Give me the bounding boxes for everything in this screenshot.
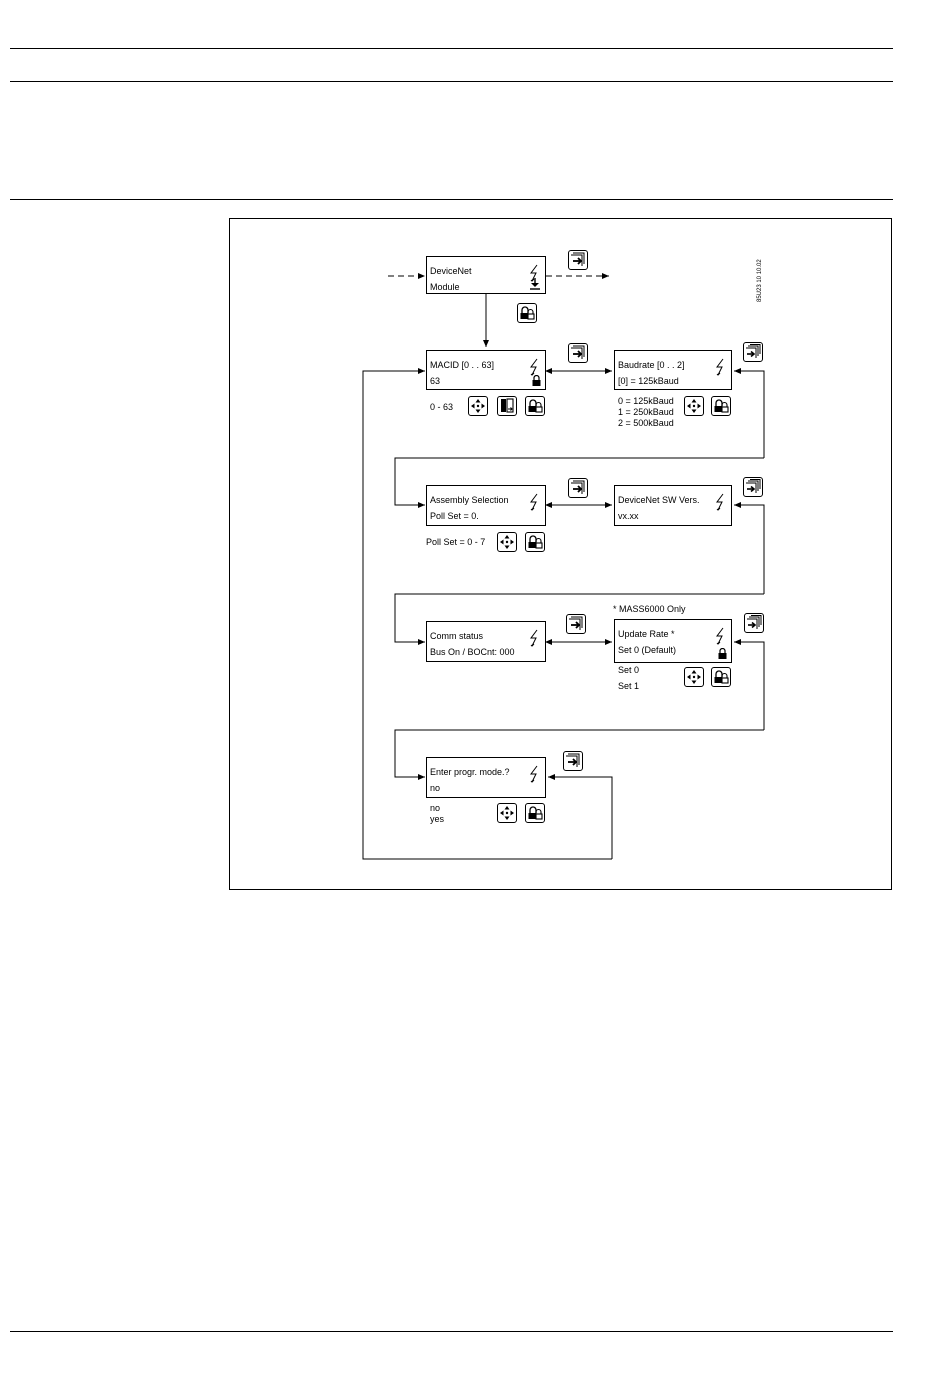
box-line2: Bus On / BOCnt: 000 <box>430 647 515 657</box>
enter-key-icon <box>497 396 517 416</box>
row1-to-row2-path <box>734 368 765 458</box>
progr-option-yes: yes <box>430 814 445 824</box>
update-option-1: Set 1 <box>618 681 640 691</box>
lock-key-icon <box>711 667 731 687</box>
arrow-keys-icon <box>497 803 517 823</box>
forward-key-icon <box>568 478 588 498</box>
lightning-icon <box>530 264 538 282</box>
arrow-keys-icon <box>684 396 704 416</box>
macid-range: 0 - 63 <box>430 402 454 412</box>
box-line1: Assembly Selection <box>430 495 509 505</box>
box-line1: Enter progr. mode.? <box>430 767 510 777</box>
arrow-keys-icon <box>497 532 517 552</box>
poll-range: Poll Set = 0 - 7 <box>426 537 486 547</box>
top-rule-1 <box>10 48 893 49</box>
bottom-rule <box>10 1331 893 1332</box>
scroll-key-icon <box>743 477 763 497</box>
macid-box: MACID [0 . . 63] 63 <box>426 350 546 390</box>
enter-progr-mode-box: Enter progr. mode.? no <box>426 757 546 798</box>
box-line2: Poll Set = 0. <box>430 511 479 521</box>
box-line1: Comm status <box>430 631 484 641</box>
box-line1: MACID [0 . . 63] <box>430 360 495 370</box>
lightning-icon <box>716 493 724 511</box>
row2-to-row3-path <box>734 502 765 594</box>
update-rate-box: Update Rate * Set 0 (Default) <box>614 619 732 663</box>
lightning-icon <box>716 358 724 376</box>
baudrate-box: Baudrate [0 . . 2] [0] = 125kBaud <box>614 350 732 390</box>
lightning-icon <box>530 493 538 511</box>
box-line2: Set 0 (Default) <box>618 645 677 655</box>
lock-key-icon <box>525 803 545 823</box>
figure-code: 85U23 10 10.02 <box>757 259 763 302</box>
figure-frame <box>229 218 892 890</box>
sw-version-box: DeviceNet SW Vers. vx.xx <box>614 485 732 526</box>
progr-option-no: no <box>430 803 441 813</box>
forward-key-icon <box>568 250 588 270</box>
mass6000-note: * MASS6000 Only <box>613 604 686 614</box>
arrow-keys-icon <box>468 396 488 416</box>
box-line1: Baudrate [0 . . 2] <box>618 360 685 370</box>
box-line2: [0] = 125kBaud <box>618 376 679 386</box>
lightning-icon <box>716 627 724 645</box>
lock-key-icon <box>525 532 545 552</box>
box-line2: vx.xx <box>618 511 639 521</box>
forward-key-icon <box>566 614 586 634</box>
assembly-selection-box: Assembly Selection Poll Set = 0. <box>426 485 546 526</box>
box-line1: DeviceNet <box>430 266 472 276</box>
lightning-icon <box>530 629 538 647</box>
update-option-0: Set 0 <box>618 665 640 675</box>
row3-to-row4-path <box>734 639 765 730</box>
arrow-keys-icon <box>684 667 704 687</box>
lock-key-icon <box>525 396 545 416</box>
lock-icon <box>718 648 727 659</box>
box-line2: Module <box>430 282 460 292</box>
lock-key-icon <box>517 303 537 323</box>
top-rule-2 <box>10 81 893 82</box>
devicenet-module-box: DeviceNet Module <box>426 256 546 294</box>
comm-status-box: Comm status Bus On / BOCnt: 000 <box>426 621 546 662</box>
forward-key-icon <box>563 751 583 771</box>
box-line1: DeviceNet SW Vers. <box>618 495 700 505</box>
baud-option-0: 0 = 125kBaud <box>618 396 674 406</box>
lock-key-icon <box>711 396 731 416</box>
box-line1: Update Rate * <box>618 629 675 639</box>
loop-back-path <box>548 774 613 859</box>
baud-option-1: 1 = 250kBaud <box>618 407 674 417</box>
scroll-key-icon <box>743 342 763 362</box>
scroll-key-icon <box>744 613 764 633</box>
lock-icon <box>532 375 541 386</box>
forward-key-icon <box>568 343 588 363</box>
box-line2: no <box>430 783 441 793</box>
box-line2: 63 <box>430 376 441 386</box>
lightning-icon <box>530 358 538 376</box>
down-arrow-icon <box>530 278 540 290</box>
top-rule-3 <box>10 199 893 200</box>
baud-option-2: 2 = 500kBaud <box>618 418 674 428</box>
lightning-icon <box>530 765 538 783</box>
